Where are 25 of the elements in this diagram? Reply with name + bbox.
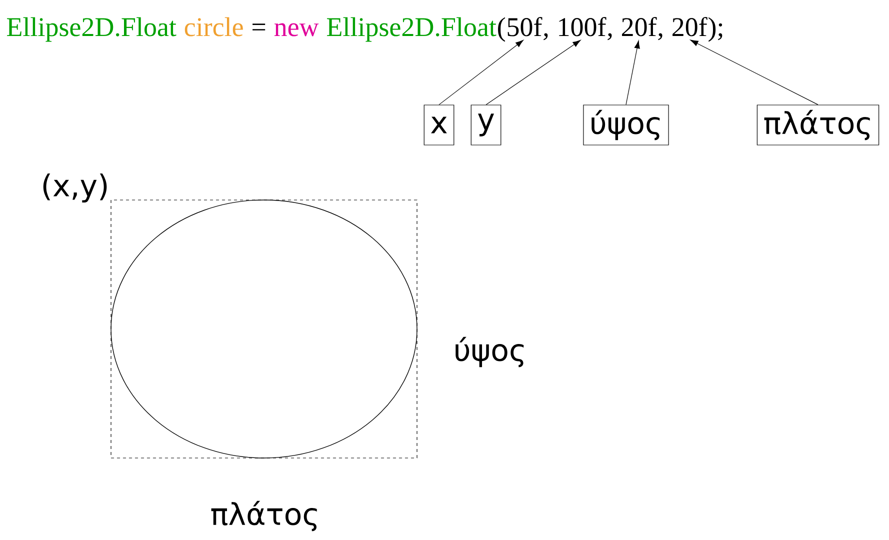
code-text: Ellipse2D.Float <box>326 17 496 42</box>
code-text: ); <box>708 17 722 42</box>
code-argument: 20f <box>672 17 708 36</box>
code-argument: 100f <box>559 17 606 36</box>
dimension-label: πλάτος <box>211 500 317 532</box>
code-text: , <box>608 33 612 40</box>
label-box: x <box>424 104 454 146</box>
coordinate-label: (x,y) <box>43 173 107 202</box>
code-text: , <box>544 33 548 40</box>
code-argument: 20f <box>622 17 657 36</box>
arrow <box>438 40 524 105</box>
dimension-label: ύψος <box>456 336 524 368</box>
label-box: ύψος <box>583 104 669 146</box>
code-argument: 50f <box>508 17 542 36</box>
code-text: new <box>274 23 319 36</box>
label-box: y <box>470 104 502 146</box>
code-text: circle <box>184 17 243 36</box>
arrow <box>626 40 640 105</box>
arrow <box>690 40 818 105</box>
code-text: , <box>658 33 662 40</box>
code-text: Ellipse2D.Float <box>7 17 176 42</box>
code-text: ( <box>498 17 505 42</box>
label-box: πλάτος <box>756 104 880 146</box>
code-text: = <box>252 24 266 30</box>
arrow <box>486 40 581 105</box>
